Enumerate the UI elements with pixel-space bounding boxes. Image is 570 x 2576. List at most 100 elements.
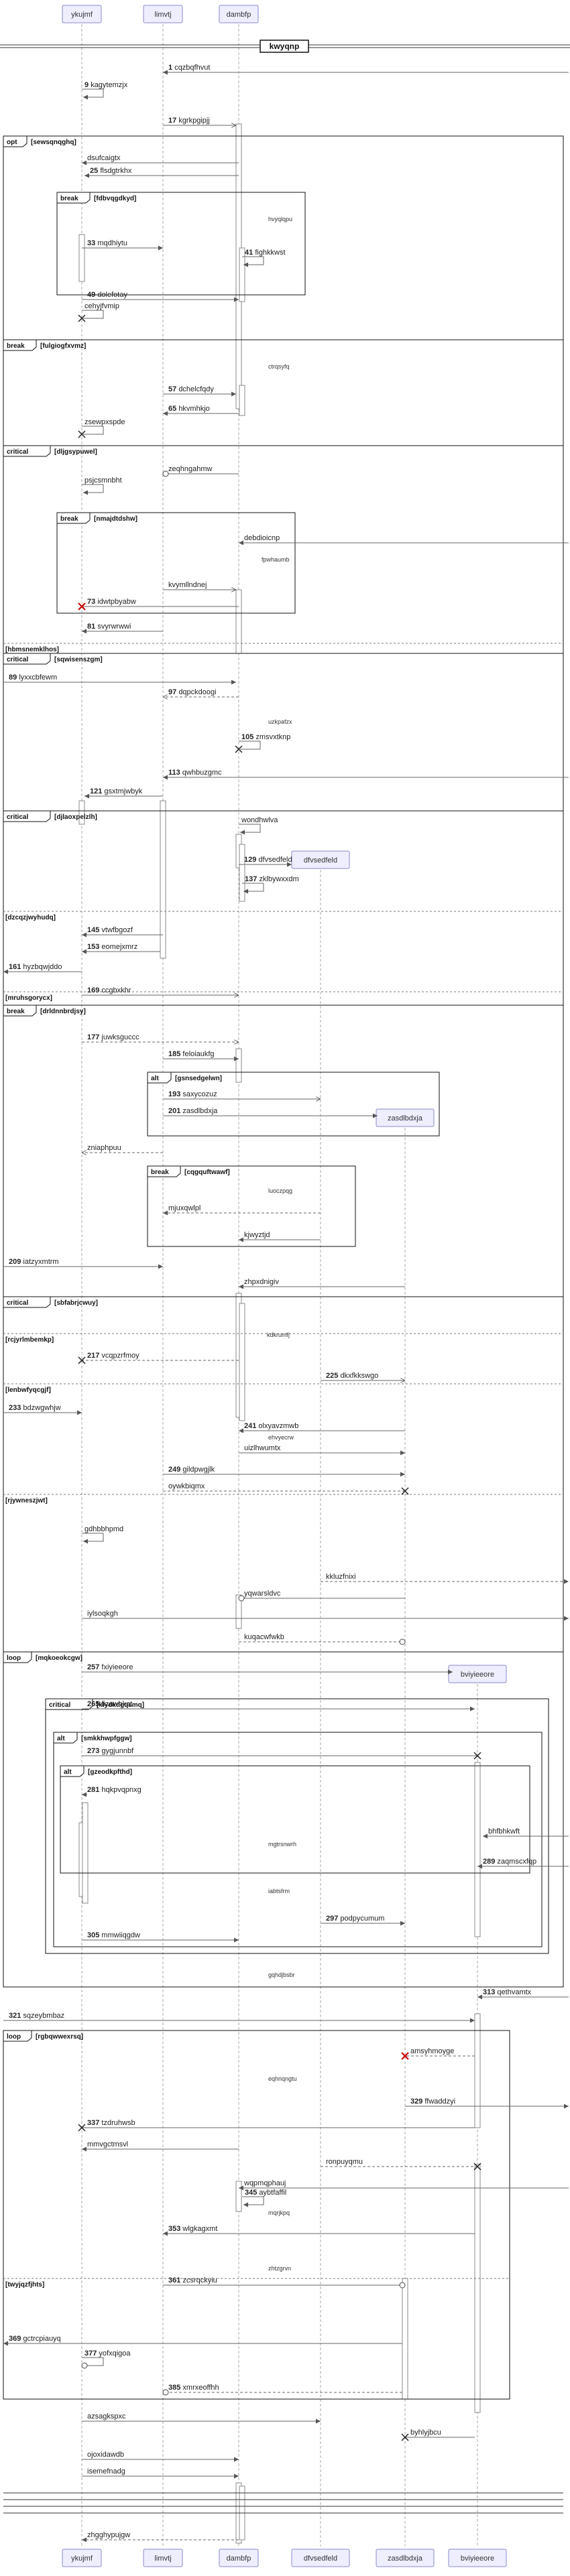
destroy-cross-b (473, 2163, 481, 2171)
participant-box (62, 2549, 102, 2567)
frame-border (3, 653, 564, 812)
message-text: xmrxeoffhh (182, 2384, 219, 2392)
self-message-line (82, 88, 104, 100)
lost-circle (238, 1595, 245, 1602)
message-number: 313 (483, 1988, 495, 1996)
section-divider: kwyqnp (0, 40, 570, 53)
message-number: 217 (87, 1352, 99, 1360)
message-label: 209 iatzyxmtrm (9, 1258, 59, 1266)
message: azsagkspxc (82, 2412, 321, 2424)
message: wqpmqphauj (239, 2179, 569, 2191)
participant-dfvsedfeld-top: dfvsedfeld (291, 850, 350, 869)
participant-box (219, 2549, 259, 2567)
note-text: uzkpafzx (268, 718, 292, 725)
message-label: ojoxidawdb (87, 2451, 124, 2459)
activation-bar-dambfp (239, 1303, 245, 1421)
message-label: ronpuyqmu (326, 2158, 363, 2166)
lost-circle (162, 470, 169, 477)
message: 257 fxiyieeore (82, 1663, 453, 1675)
message-label: zsewpxspde (84, 418, 125, 426)
frame-tab (60, 1765, 84, 1777)
note-text: gqhdjbsbr (268, 1972, 295, 1978)
activation-bar-bviyieeore (474, 2164, 481, 2413)
message-label: 153 eomejxmrz (87, 943, 137, 951)
frame-tab (53, 1732, 78, 1744)
message: 201 zasdlbdxja (163, 1107, 378, 1118)
message-text: zklbywxxdm (259, 875, 298, 883)
divider-box (260, 40, 309, 53)
message-text: zasdlbdxja (182, 1107, 218, 1115)
frame-tag: loop (7, 2033, 21, 2041)
message-label: 193 saxycozuz (168, 1090, 217, 1098)
message-number: 9 (84, 81, 89, 89)
message: 97 dqpckdoogi (163, 688, 239, 697)
participant-box (448, 2549, 507, 2567)
self-message-line (239, 740, 261, 750)
message: ojoxidawdb (82, 2451, 239, 2462)
message-text: mqdhiytu (97, 239, 127, 247)
message-label: 313 qethvamtx (483, 1988, 532, 1996)
destroy-cross-b (473, 1752, 481, 1760)
self-message-line (82, 426, 104, 435)
message-number: 329 (410, 2098, 422, 2106)
participant-label: bviyieeore (461, 1671, 494, 1679)
message: 177 juwksguccc (82, 1033, 239, 1042)
frame-tab (3, 1296, 51, 1308)
message: 169 ccgbxkhr (82, 986, 239, 995)
lost-circle (399, 1638, 406, 1645)
message-label: oywkbiqmx (168, 1482, 205, 1490)
message: dsufcaigtx (82, 154, 239, 166)
message: 265 fizawhkat (82, 1700, 475, 1712)
message: 73 idwtpbyabw (78, 598, 239, 610)
message: uizlhwumtx (239, 1444, 405, 1456)
message-label: kkluzfnixi (326, 1573, 356, 1581)
message: 361 zcsrqckyiu (163, 2276, 406, 2289)
message-text: psjcsmnbht (84, 476, 122, 485)
message-label: psjcsmnbht (84, 476, 122, 485)
activation-bar-ykujmf (78, 234, 85, 282)
note-text: iabtsfrm (268, 1888, 290, 1894)
message-number: 257 (87, 1663, 99, 1671)
frame-guard: [mqkoeokcgw] (36, 1655, 82, 1662)
frame-tab (3, 653, 51, 665)
message-label: mjuxqwlpl (168, 1204, 201, 1212)
message: 145 vtwfbgozf (82, 926, 163, 938)
message-text: tzdruhwsb (101, 2119, 135, 2127)
message-text: iatzyxmtrm (23, 1258, 58, 1266)
self-message-line (82, 484, 104, 495)
frame-border (60, 1765, 530, 1874)
message: 121 gsxtmjwbyk (84, 787, 163, 799)
message: 329 ffwaddzyi (405, 2098, 569, 2109)
message-text: kkluzfnixi (326, 1573, 356, 1581)
message-label: 177 juwksguccc (87, 1033, 139, 1041)
frame-guard: [drldnnbrdjsy] (40, 1008, 86, 1015)
message-number: 321 (9, 2012, 21, 2020)
frame-tag: alt (64, 1768, 72, 1776)
frame-tag: alt (57, 1735, 65, 1742)
message-text: saxycozuz (182, 1090, 217, 1098)
participant-label: limvtj (154, 2555, 171, 2563)
activation-bar-limvtj (160, 800, 166, 959)
destroy-cross-b (78, 1356, 86, 1364)
frame-border (3, 810, 564, 1006)
message-label: yqwarsldvc (244, 1590, 281, 1598)
frame-tag: critical (7, 1299, 28, 1307)
frame-tag: alt (151, 1075, 159, 1082)
message-text: feloiaukfg (182, 1050, 214, 1058)
message-text: podpycumum (340, 1915, 384, 1923)
frame-tab (3, 810, 51, 822)
message-number: 65 (168, 405, 176, 413)
message-text: bdzwgwhjw (23, 1404, 60, 1412)
participant-ykujmf-bottom: ykujmf (62, 2549, 102, 2567)
message-label: 81 svyrwrwwi (87, 623, 131, 631)
note-text: zhtzgrvn (268, 2265, 291, 2272)
message-label: kvymllndnej (168, 581, 207, 589)
message-label: 145 vtwfbgozf (87, 926, 133, 934)
message-number: 73 (87, 598, 95, 606)
participant-box (62, 5, 102, 23)
message-text: aybtfaffil (259, 2189, 286, 2197)
message-text: kvymllndnej (168, 581, 207, 589)
message-number: 49 (87, 291, 95, 299)
frame-tag: break (151, 1169, 169, 1176)
else-guard: [twyjqzfjhts] (5, 2281, 44, 2289)
